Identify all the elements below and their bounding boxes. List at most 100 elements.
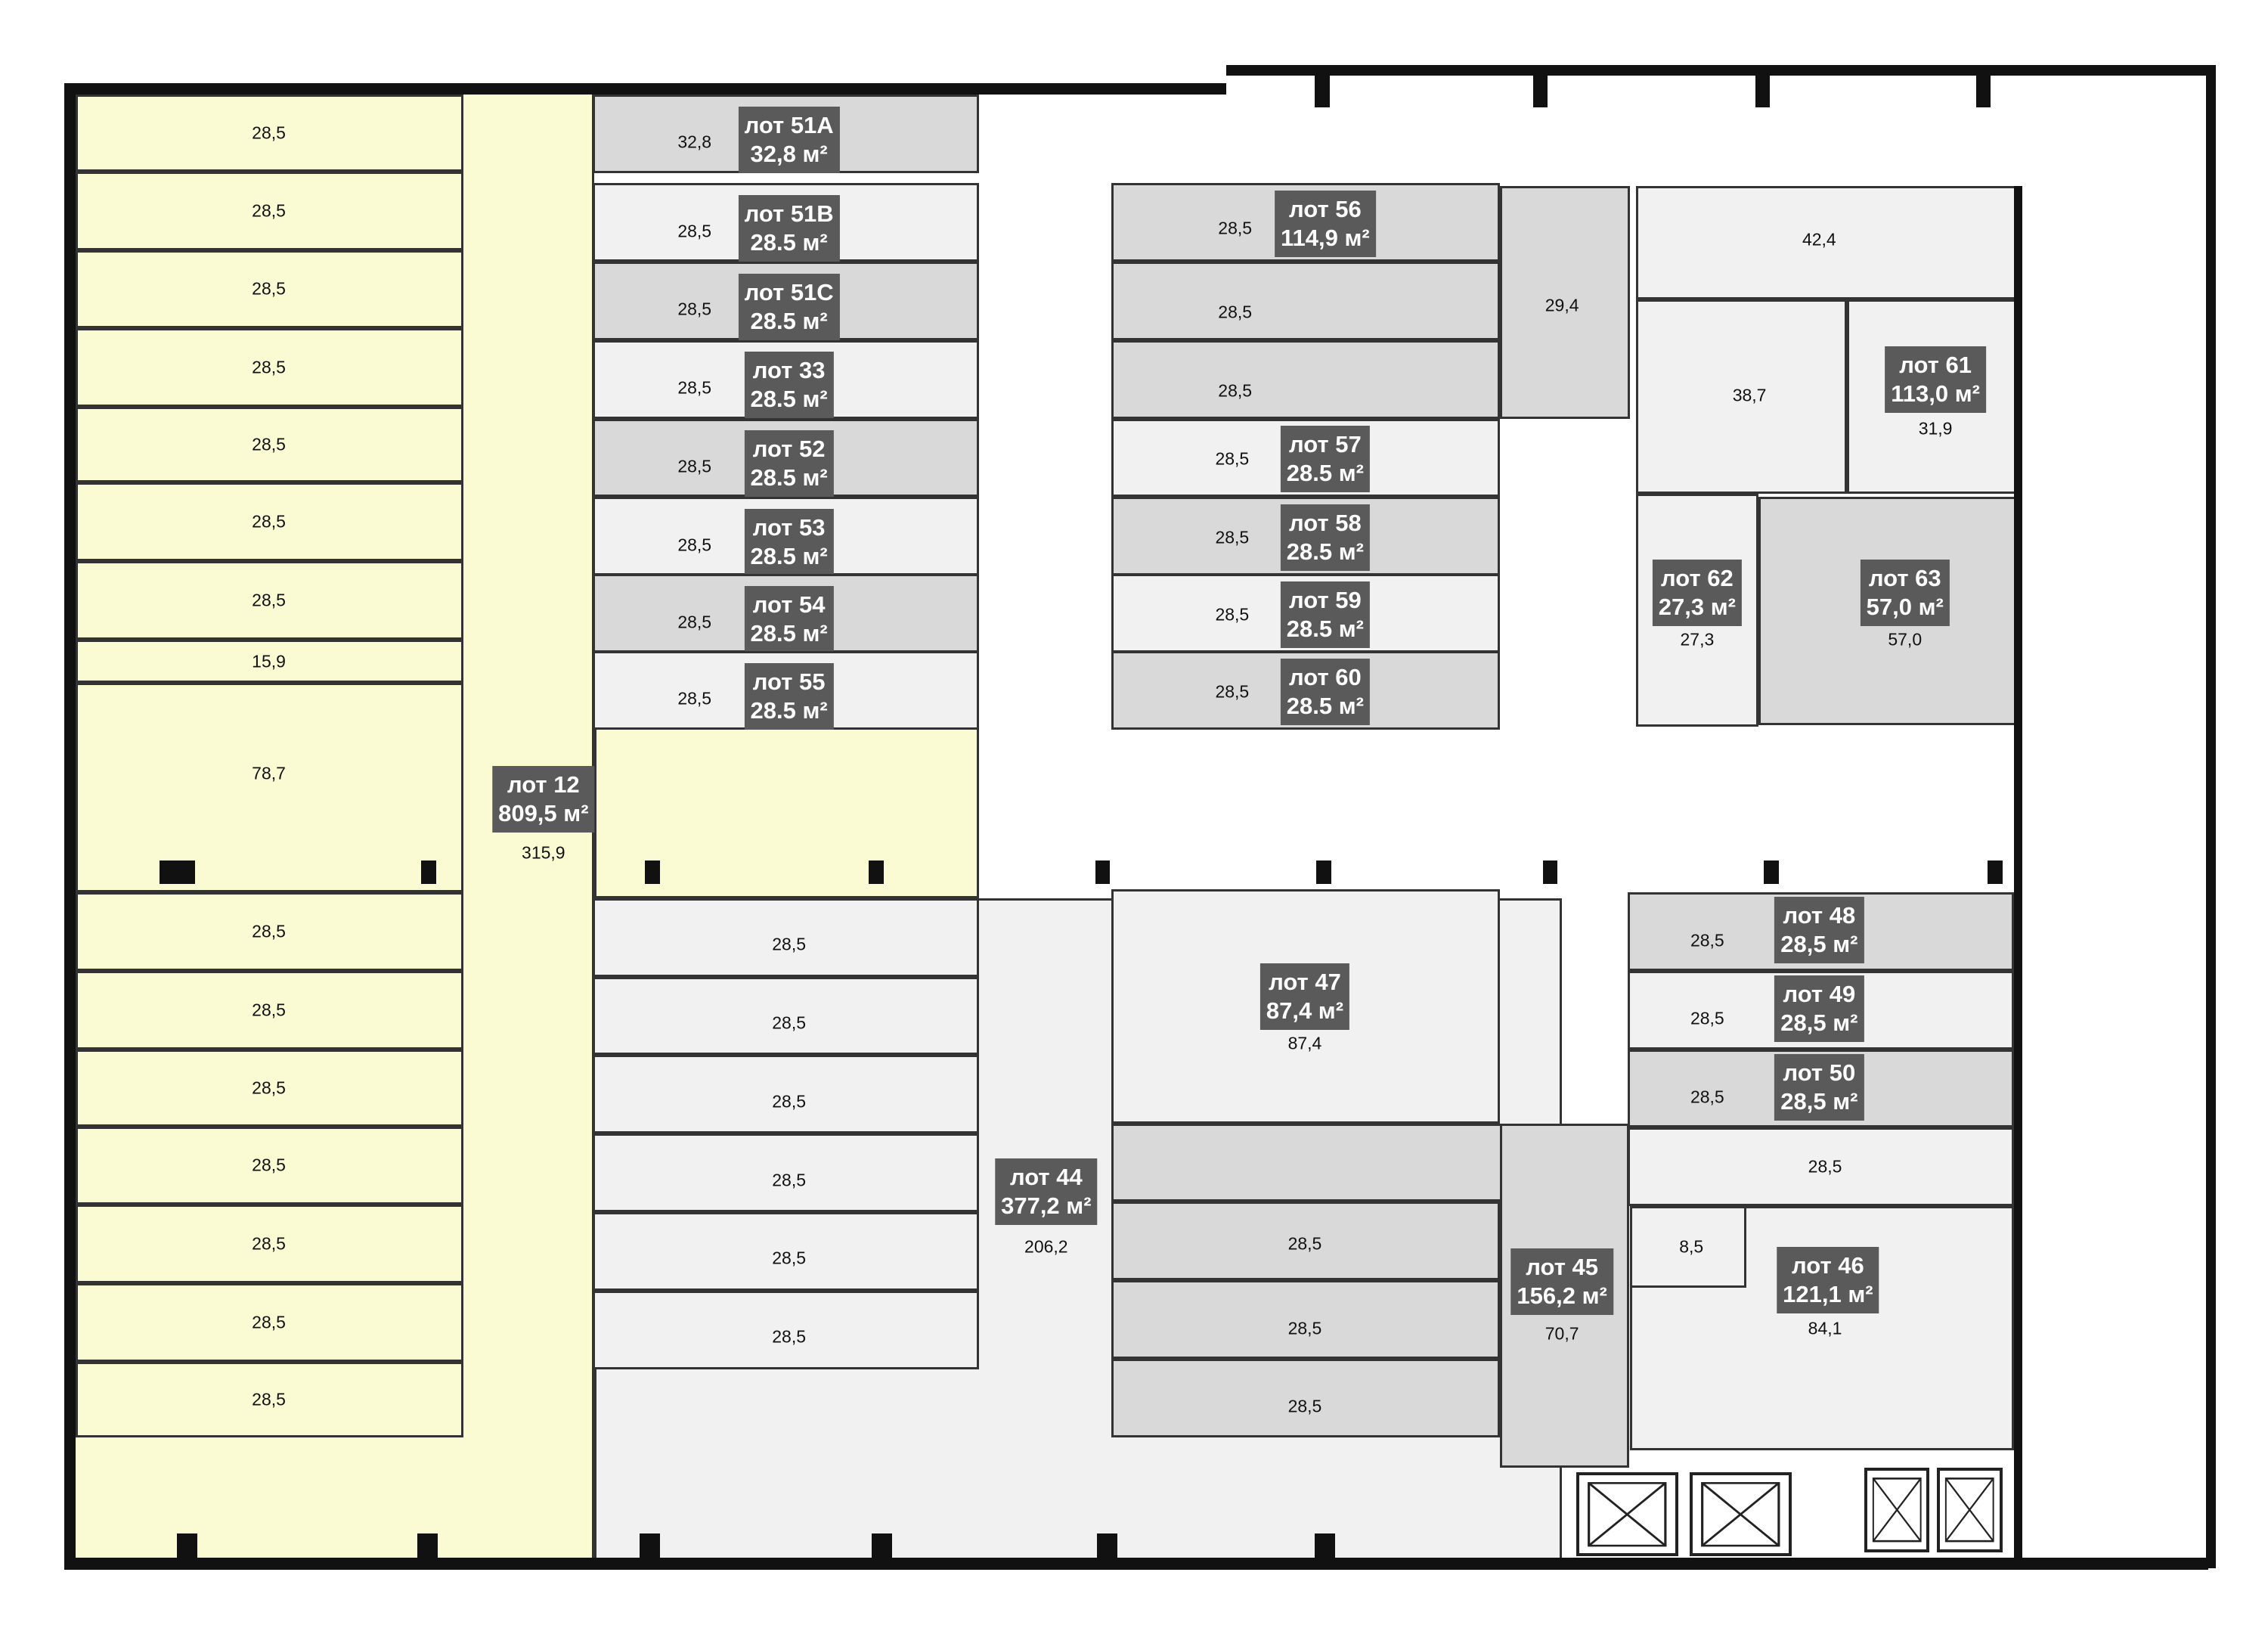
left-cell-area: 78,7 <box>252 763 286 783</box>
lot-number: лот 48 <box>1783 902 1856 929</box>
lot-number: лот 61 <box>1899 351 1972 378</box>
lot61-area: 31,9 <box>1918 418 1953 439</box>
lot44-cell-area: 28,5 <box>772 1091 807 1112</box>
mid-cell-area: 28,5 <box>677 456 712 476</box>
left-cell <box>75 639 464 684</box>
lot48-50-area: 28,5 <box>1690 1008 1724 1028</box>
lot44-cell-area: 28,5 <box>772 934 807 954</box>
mid-cell-area: 28,5 <box>677 299 712 319</box>
lot-number: лот 50 <box>1783 1059 1856 1086</box>
left-cell-area: 15,9 <box>252 651 286 671</box>
left-cell <box>75 560 464 640</box>
lot45-row <box>1111 1280 1500 1360</box>
lot-size: 28.5 м² <box>1286 692 1364 719</box>
lot-size: 121,1 м² <box>1783 1281 1873 1308</box>
lot56-row <box>1111 340 1500 419</box>
left-cell <box>75 1049 464 1127</box>
left-cell-area: 28,5 <box>252 1155 286 1175</box>
left-cell-area: 28,5 <box>252 511 286 532</box>
lot-number: лот 46 <box>1792 1252 1864 1279</box>
left-cell-area: 28,5 <box>252 434 286 454</box>
lot56-side <box>1499 186 1631 419</box>
pillar <box>1975 75 1991 108</box>
lot-size: 27,3 м² <box>1658 594 1736 621</box>
lot-number: лот 62 <box>1661 565 1734 592</box>
pillar <box>1095 860 1111 884</box>
left-cell <box>75 482 464 561</box>
lot63-area: 57,0 <box>1888 629 1923 650</box>
left-cell-area: 28,5 <box>252 1000 286 1020</box>
lot-size: 114,9 м² <box>1280 224 1370 251</box>
left-cell <box>75 250 464 329</box>
lot-size: 57,0 м² <box>1866 594 1944 621</box>
pillar <box>160 860 195 884</box>
lot-size: 28.5 м² <box>750 542 828 569</box>
lot44-cell <box>593 898 980 977</box>
left-cell <box>75 94 464 172</box>
lot-number: лот 51С <box>744 278 834 305</box>
row-after-50-area: 28,5 <box>1808 1156 1842 1177</box>
left-cell <box>75 1283 464 1362</box>
lot-size: 28,5 м² <box>1780 1009 1858 1036</box>
lot-number: лот 63 <box>1868 565 1941 592</box>
lot-number: лот 53 <box>752 513 826 541</box>
lot-number: лот 51А <box>744 111 834 138</box>
lot-number: лот 12 <box>507 771 580 798</box>
lot44-area: 206,2 <box>1024 1236 1068 1257</box>
pillar <box>1097 1533 1118 1560</box>
outer-wall-top-right <box>1226 65 2215 76</box>
left-cell-area: 28,5 <box>252 921 286 941</box>
lot-number: лот 45 <box>1526 1254 1599 1281</box>
pillar <box>1764 860 1779 884</box>
lot-size: 377,2 м² <box>1001 1192 1092 1220</box>
pillar <box>1532 75 1548 108</box>
left-cell <box>75 328 464 408</box>
lot44-cell <box>593 1211 980 1291</box>
left-cell <box>75 892 464 971</box>
elevator-shaft <box>1576 1471 1678 1557</box>
lot-number: лот 47 <box>1269 969 1341 996</box>
right-lot-badge[interactable]: лот 59 28.5 м² <box>1280 581 1370 648</box>
lot-number: лот 59 <box>1288 587 1362 613</box>
mid-cell-area: 28,5 <box>677 377 712 398</box>
left-cell <box>75 407 464 483</box>
pillar <box>645 860 660 884</box>
cell-42 <box>1636 186 2020 299</box>
lot-number: лот 56 <box>1288 195 1362 222</box>
left-cell-area: 28,5 <box>252 200 286 221</box>
lot45-row <box>1111 1202 1500 1281</box>
lot-size: 28,5 м² <box>1780 1087 1858 1115</box>
elevator-shaft <box>1864 1468 1930 1552</box>
lot-size: 28.5 м² <box>750 386 828 413</box>
mid-cell-area: 32,8 <box>677 132 712 152</box>
pillar <box>1988 860 2003 884</box>
lot44-cell <box>593 1055 980 1134</box>
left-cell-area: 28,5 <box>252 1312 286 1332</box>
lot-size: 28.5 м² <box>1286 616 1364 642</box>
lot61-cell <box>1846 299 2020 495</box>
lot45-area: 70,7 <box>1545 1323 1579 1344</box>
